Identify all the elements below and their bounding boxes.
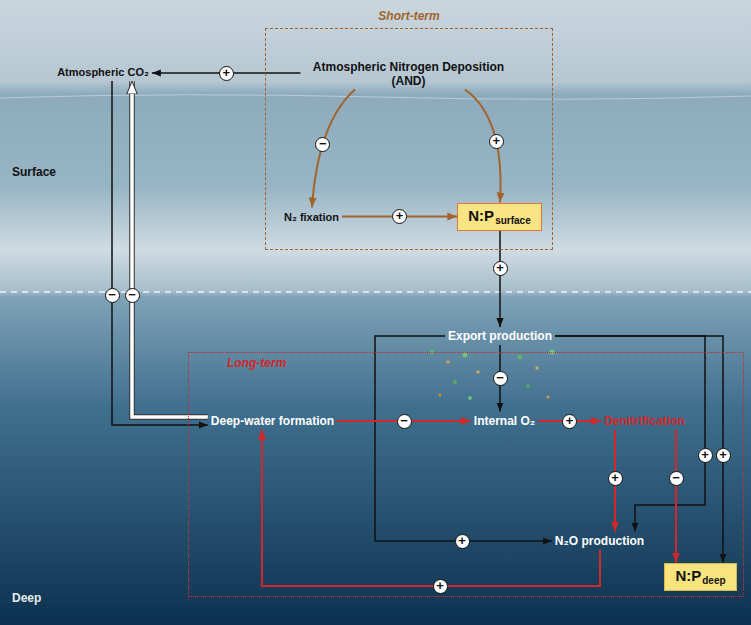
connector [262, 430, 600, 587]
node-text: N₂ fixation [284, 211, 339, 223]
sinking-particles [430, 349, 555, 400]
particle [547, 396, 550, 399]
region-heading: Short-term [266, 9, 552, 23]
node-text: Denitrification [604, 414, 685, 428]
connector-outline [132, 81, 208, 417]
particle [463, 353, 468, 358]
ratio-box: N:Psurface [457, 203, 541, 231]
short-term-region: Short-termAtmospheric Nitrogen Depositio… [265, 28, 553, 250]
connector [675, 430, 677, 563]
node-text: Atmospheric CO₂ [57, 66, 149, 78]
sign-badge: + [433, 579, 448, 594]
particle [446, 360, 450, 364]
sign-badge: + [455, 534, 470, 549]
ratio-subscript: deep [702, 575, 725, 586]
process-label: N₂O production [552, 532, 647, 550]
region-label: Surface [12, 165, 56, 179]
particle [518, 355, 523, 360]
node-text: Atmospheric Nitrogen Deposition (AND) [313, 60, 504, 88]
connector [112, 81, 208, 425]
particle [439, 394, 442, 397]
connector [375, 336, 552, 541]
ratio-text: N:P [675, 567, 701, 584]
node-text: N₂O production [555, 534, 644, 548]
particle [526, 384, 530, 388]
sign-badge: + [562, 414, 577, 429]
connector [132, 81, 208, 417]
region-heading: Long-term [227, 356, 286, 370]
node-text: Deep-water formation [211, 414, 334, 428]
particle [535, 366, 538, 369]
process-label: N₂ fixation [281, 208, 342, 226]
node-text: Internal O₂ [474, 414, 535, 428]
connector [555, 336, 723, 563]
process-label: Export production [445, 327, 555, 345]
process-label: Internal O₂ [471, 412, 538, 430]
sign-badge: − [105, 288, 120, 303]
connector [499, 231, 501, 328]
sign-badge: − [493, 371, 508, 386]
process-label: Denitrification [601, 412, 688, 430]
sign-badge: − [125, 288, 140, 303]
sign-badge: + [219, 66, 234, 81]
ratio-text: N:P [468, 207, 494, 224]
sign-badge: + [716, 448, 731, 463]
ratio-subscript: surface [495, 215, 531, 226]
sign-badge: + [489, 134, 504, 149]
sign-badge: + [698, 448, 713, 463]
sign-badge: + [493, 261, 508, 276]
sign-badge: + [608, 471, 623, 486]
particle [468, 396, 472, 400]
process-label: Deep-water formation [208, 412, 337, 430]
long-term-region: Long-termDeep-water formation Internal O₂… [188, 352, 744, 597]
sign-badge: − [315, 137, 330, 152]
co2-pool: Atmospheric CO₂ [54, 63, 152, 81]
region-label: Deep [12, 591, 41, 605]
connector [555, 336, 705, 532]
process-label: Atmospheric Nitrogen Deposition (AND) [301, 58, 517, 90]
particle [476, 370, 479, 373]
sign-badge: − [397, 414, 412, 429]
connector [312, 90, 355, 208]
node-text: Export production [448, 329, 552, 343]
sign-badge: − [669, 471, 684, 486]
ratio-box: N:Pdeep [664, 563, 736, 591]
particle [453, 380, 457, 384]
